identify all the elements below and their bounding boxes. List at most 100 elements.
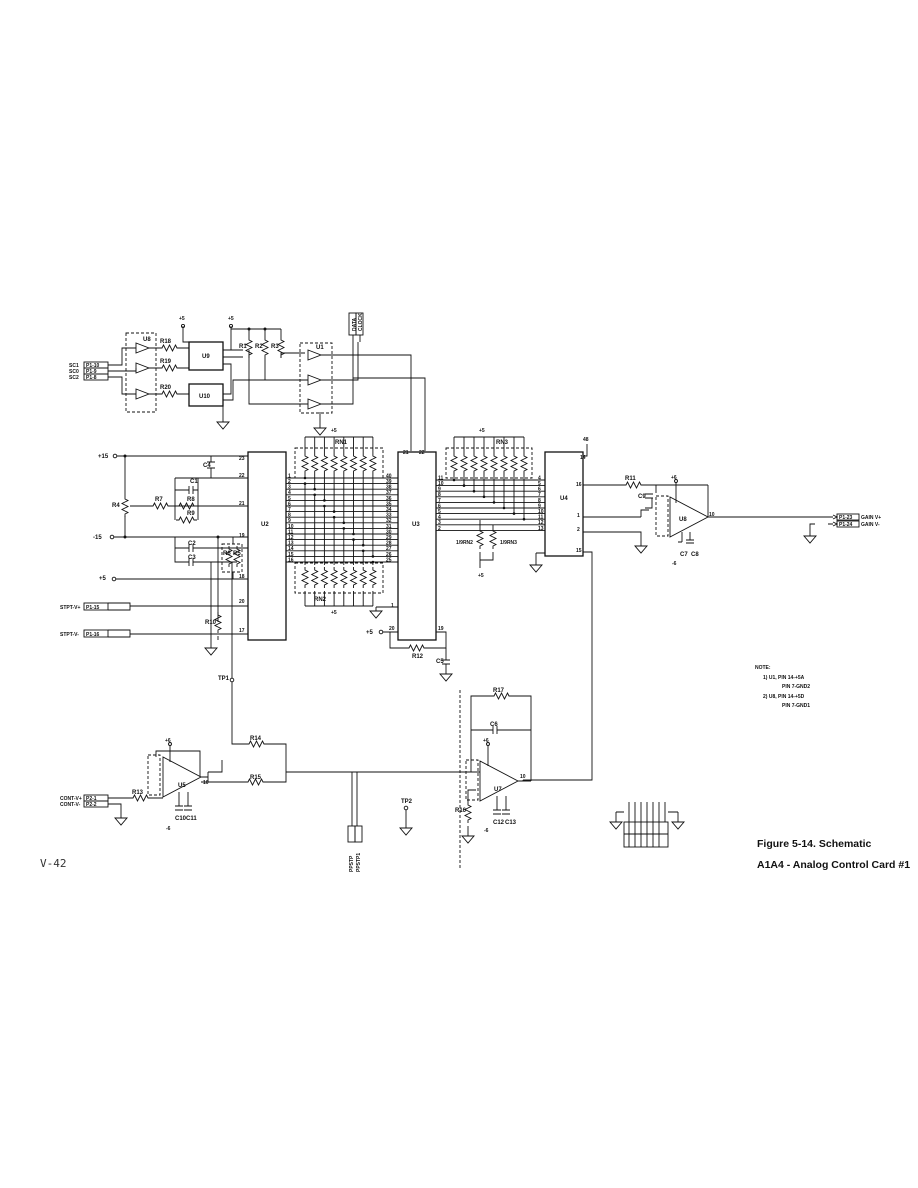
svg-text:23: 23: [239, 456, 245, 462]
u3-pin-label: 27: [386, 546, 392, 552]
r11-label: R11: [625, 476, 636, 482]
output-opamp: [669, 496, 709, 538]
ppstp-label: PPSTP: [349, 855, 355, 872]
c8-label: C8: [691, 552, 699, 558]
u8-buffers: [135, 342, 151, 400]
svg-text:19: 19: [438, 626, 444, 632]
p1-15-connector: [83, 602, 109, 611]
u3-pin-label: 31: [386, 524, 392, 530]
power-ground-right: [671, 817, 685, 830]
p1-16-label: P1-16: [86, 632, 100, 638]
tp1-label: TP1: [218, 676, 230, 682]
svg-text:19: 19: [239, 533, 245, 539]
u2-section: U2 +15 -15 +5 R4 R7 R8 R9 C1 C4 C2 C3 R6: [60, 451, 287, 656]
r14-label: R14: [250, 736, 262, 742]
r4-label: R4: [112, 503, 120, 509]
u3-pin-label: 28: [386, 541, 392, 547]
u5-opamp: [162, 756, 202, 798]
u2-pin-label: 14: [288, 546, 294, 552]
c11-label: C11: [186, 816, 197, 822]
r16-label: R16: [455, 808, 467, 814]
svg-text:1: 1: [577, 513, 580, 519]
sc0-label: SC0: [69, 369, 79, 375]
r18-resistor: [158, 344, 181, 352]
rn2-label: RN2: [314, 597, 327, 603]
rn2-resistor: [350, 566, 357, 589]
pullup-supply-label: +5: [228, 316, 234, 322]
rn2-resistor: [340, 566, 348, 589]
r12-label: R12: [412, 654, 424, 660]
tp2-ground: [399, 823, 413, 836]
rn3-resistor: [510, 452, 518, 475]
rn3-package: [445, 447, 533, 479]
u10-ground: [216, 417, 230, 430]
r9-resistor: [175, 516, 198, 524]
u4-label: U4: [560, 496, 568, 502]
clock-connector: [355, 312, 364, 336]
u7-section: PPSTP PPSTP1 TP2 U7 +6 R17 C6 10 R16 C12…: [286, 688, 532, 872]
r18-label: R18: [160, 339, 172, 345]
u4-out-ground: [634, 541, 648, 554]
u2-pin-label: 4: [288, 490, 291, 496]
u4-pin-label: 9: [538, 503, 541, 509]
pullup-rail: [231, 328, 282, 337]
u5-negative-label: -6: [166, 826, 171, 832]
rn3-resistor: [490, 452, 498, 475]
rn3-label: RN3: [496, 440, 509, 446]
stpt-pos-label: STPT-V+: [60, 605, 81, 611]
u3-pin-label: 32: [386, 518, 392, 524]
u3-right-pin-label: 7: [438, 498, 441, 504]
r2-label: R2: [255, 344, 263, 350]
u1-buffers: [307, 349, 323, 410]
u2-pin-label: 10: [288, 524, 294, 530]
svg-text:14: 14: [580, 455, 586, 461]
r1-label: R1: [239, 344, 247, 350]
rn2-resistor: [320, 566, 328, 589]
rn2-resistor: [359, 566, 367, 589]
rn1-resistor: [311, 452, 319, 475]
u4-pin-label: 4: [538, 475, 541, 481]
u4-pin-label: 13: [538, 526, 544, 532]
svg-text:22: 22: [239, 473, 245, 479]
c5-ground: [439, 669, 453, 682]
ppstp1-connector: [354, 825, 363, 843]
rn1-package: [294, 447, 384, 479]
rn2-package: [294, 562, 384, 594]
c6-label: C6: [490, 722, 498, 728]
rn1-resistor: [350, 452, 357, 475]
r20-label: R20: [160, 385, 172, 391]
c4-label: C4: [203, 463, 211, 469]
u2-pin-label: 12: [288, 535, 294, 541]
u4-pin-label: 6: [538, 487, 541, 493]
svg-text:22: 22: [419, 450, 425, 456]
page-number: V-42: [40, 857, 67, 870]
gain-neg-label: GAIN V-: [861, 522, 880, 528]
svg-text:16: 16: [576, 482, 582, 488]
u3-pin-label: 29: [386, 535, 392, 541]
p15-label: +15: [98, 454, 109, 460]
svg-text:10: 10: [203, 780, 209, 786]
u1-output-wires: [321, 342, 412, 451]
u3-pin-label: 35: [386, 501, 392, 507]
gain-output-section: U8 +6 C9 10 C7 C8 -6 P1-23 P1-24 GAIN V+…: [638, 475, 881, 567]
power-connector-block: [609, 802, 685, 848]
svg-text:21: 21: [239, 501, 245, 507]
svg-text:17: 17: [239, 628, 245, 634]
rn3-supply-label: +5: [479, 428, 485, 434]
r2-resistor: [261, 336, 269, 359]
u5-label: U5: [178, 783, 186, 789]
u1-package: [299, 342, 333, 414]
p5-input-label: +5: [99, 576, 107, 582]
r12-resistor: [405, 644, 428, 652]
p1-24-connector: [836, 520, 860, 528]
u4-pin-label: 7: [538, 492, 541, 498]
c5-capacitor: [442, 648, 450, 670]
p1-15-label: P1-15: [86, 605, 100, 611]
rn2-resistor: [311, 566, 319, 589]
rn1-resistor: [320, 452, 328, 475]
u7-opamp: [479, 760, 519, 802]
rn1-resistor: [359, 452, 367, 475]
caption-line-2: A1A4 - Analog Control Card #1: [757, 859, 911, 871]
